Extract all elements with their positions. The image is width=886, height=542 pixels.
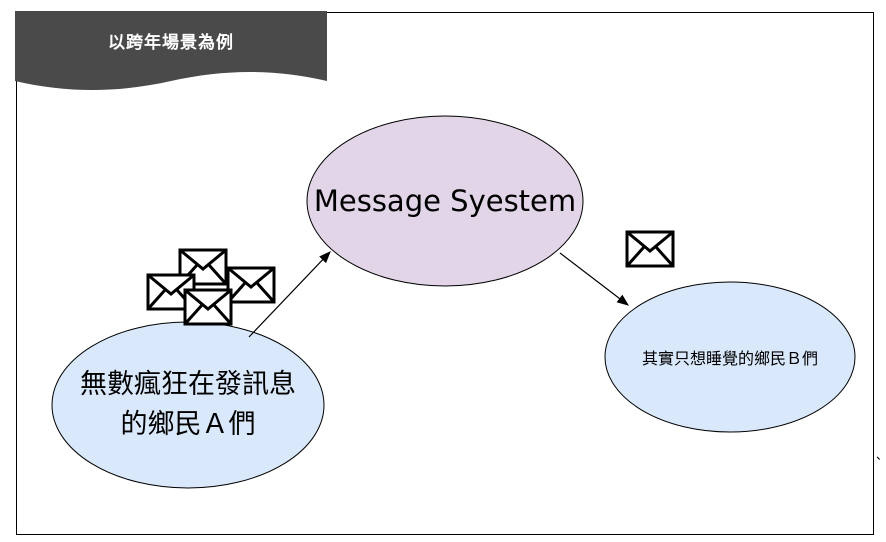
arrow-system-to-receiver xyxy=(559,252,629,306)
message-system-label: Message Syestem xyxy=(313,184,577,218)
banner-title: 以跨年場景為例 xyxy=(108,33,234,53)
receiver-node xyxy=(604,281,856,433)
arrow-sender-to-system xyxy=(248,251,331,338)
sender-label: 無數瘋狂在發訊息 的鄉民Ａ們 xyxy=(52,322,324,488)
envelope-icon xyxy=(625,230,675,268)
diagram-frame xyxy=(16,12,874,535)
sender-label-line1: 無數瘋狂在發訊息 xyxy=(80,369,296,400)
banner-shape xyxy=(15,11,327,90)
message-system-node xyxy=(306,115,584,287)
envelope-icon xyxy=(226,266,276,304)
receiver-label: 其實只想睡覺的鄉民Ｂ們 xyxy=(641,349,818,368)
envelope-icon xyxy=(183,288,233,326)
sender-label-line2: 的鄉民Ａ們 xyxy=(120,409,256,440)
stray-mark: 、 xyxy=(876,446,886,463)
